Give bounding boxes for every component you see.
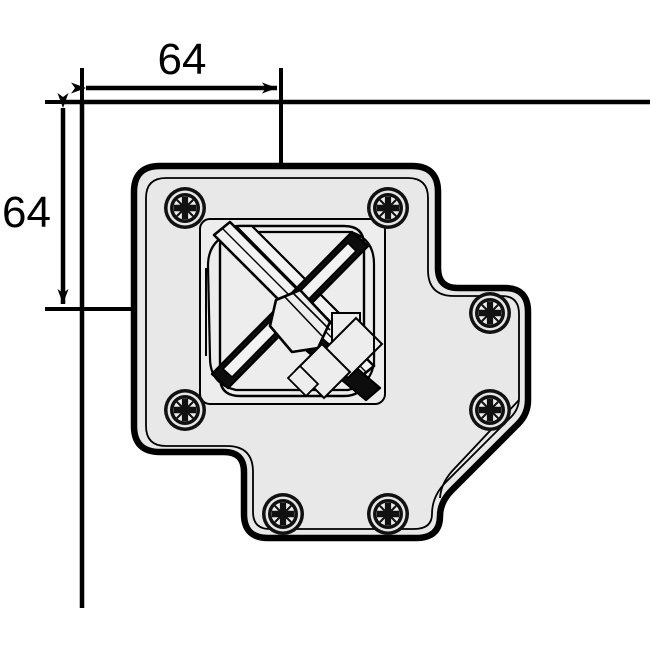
plate-bevel-edge [439, 399, 520, 499]
dimension-label-vertical: 64 [2, 188, 51, 237]
pivot-hub-seam-2 [291, 291, 331, 331]
pivot-hub-seam-1 [283, 295, 323, 337]
dimension-vertical-64: 64 [2, 93, 95, 311]
screw-bottom-mid-right[interactable] [365, 491, 411, 537]
screw-top-left[interactable] [162, 185, 208, 231]
screw-right-lower[interactable] [467, 387, 513, 433]
plate-inner-edge [145, 177, 520, 530]
screw-bottom-left[interactable] [162, 387, 208, 433]
dimension-label-horizontal: 64 [158, 35, 207, 84]
cam-plate-4 [286, 364, 320, 398]
dimension-horizontal-64: 64 [71, 35, 283, 108]
cam-plate-group [286, 312, 384, 400]
cross-arm-mechanism [205, 220, 384, 402]
cam-plate-3 [294, 342, 352, 400]
blade-detail-lines [205, 264, 375, 356]
screw-top-right[interactable] [365, 185, 411, 231]
screw-bottom-mid-left[interactable] [260, 491, 306, 537]
screw-right-upper[interactable] [467, 290, 513, 336]
